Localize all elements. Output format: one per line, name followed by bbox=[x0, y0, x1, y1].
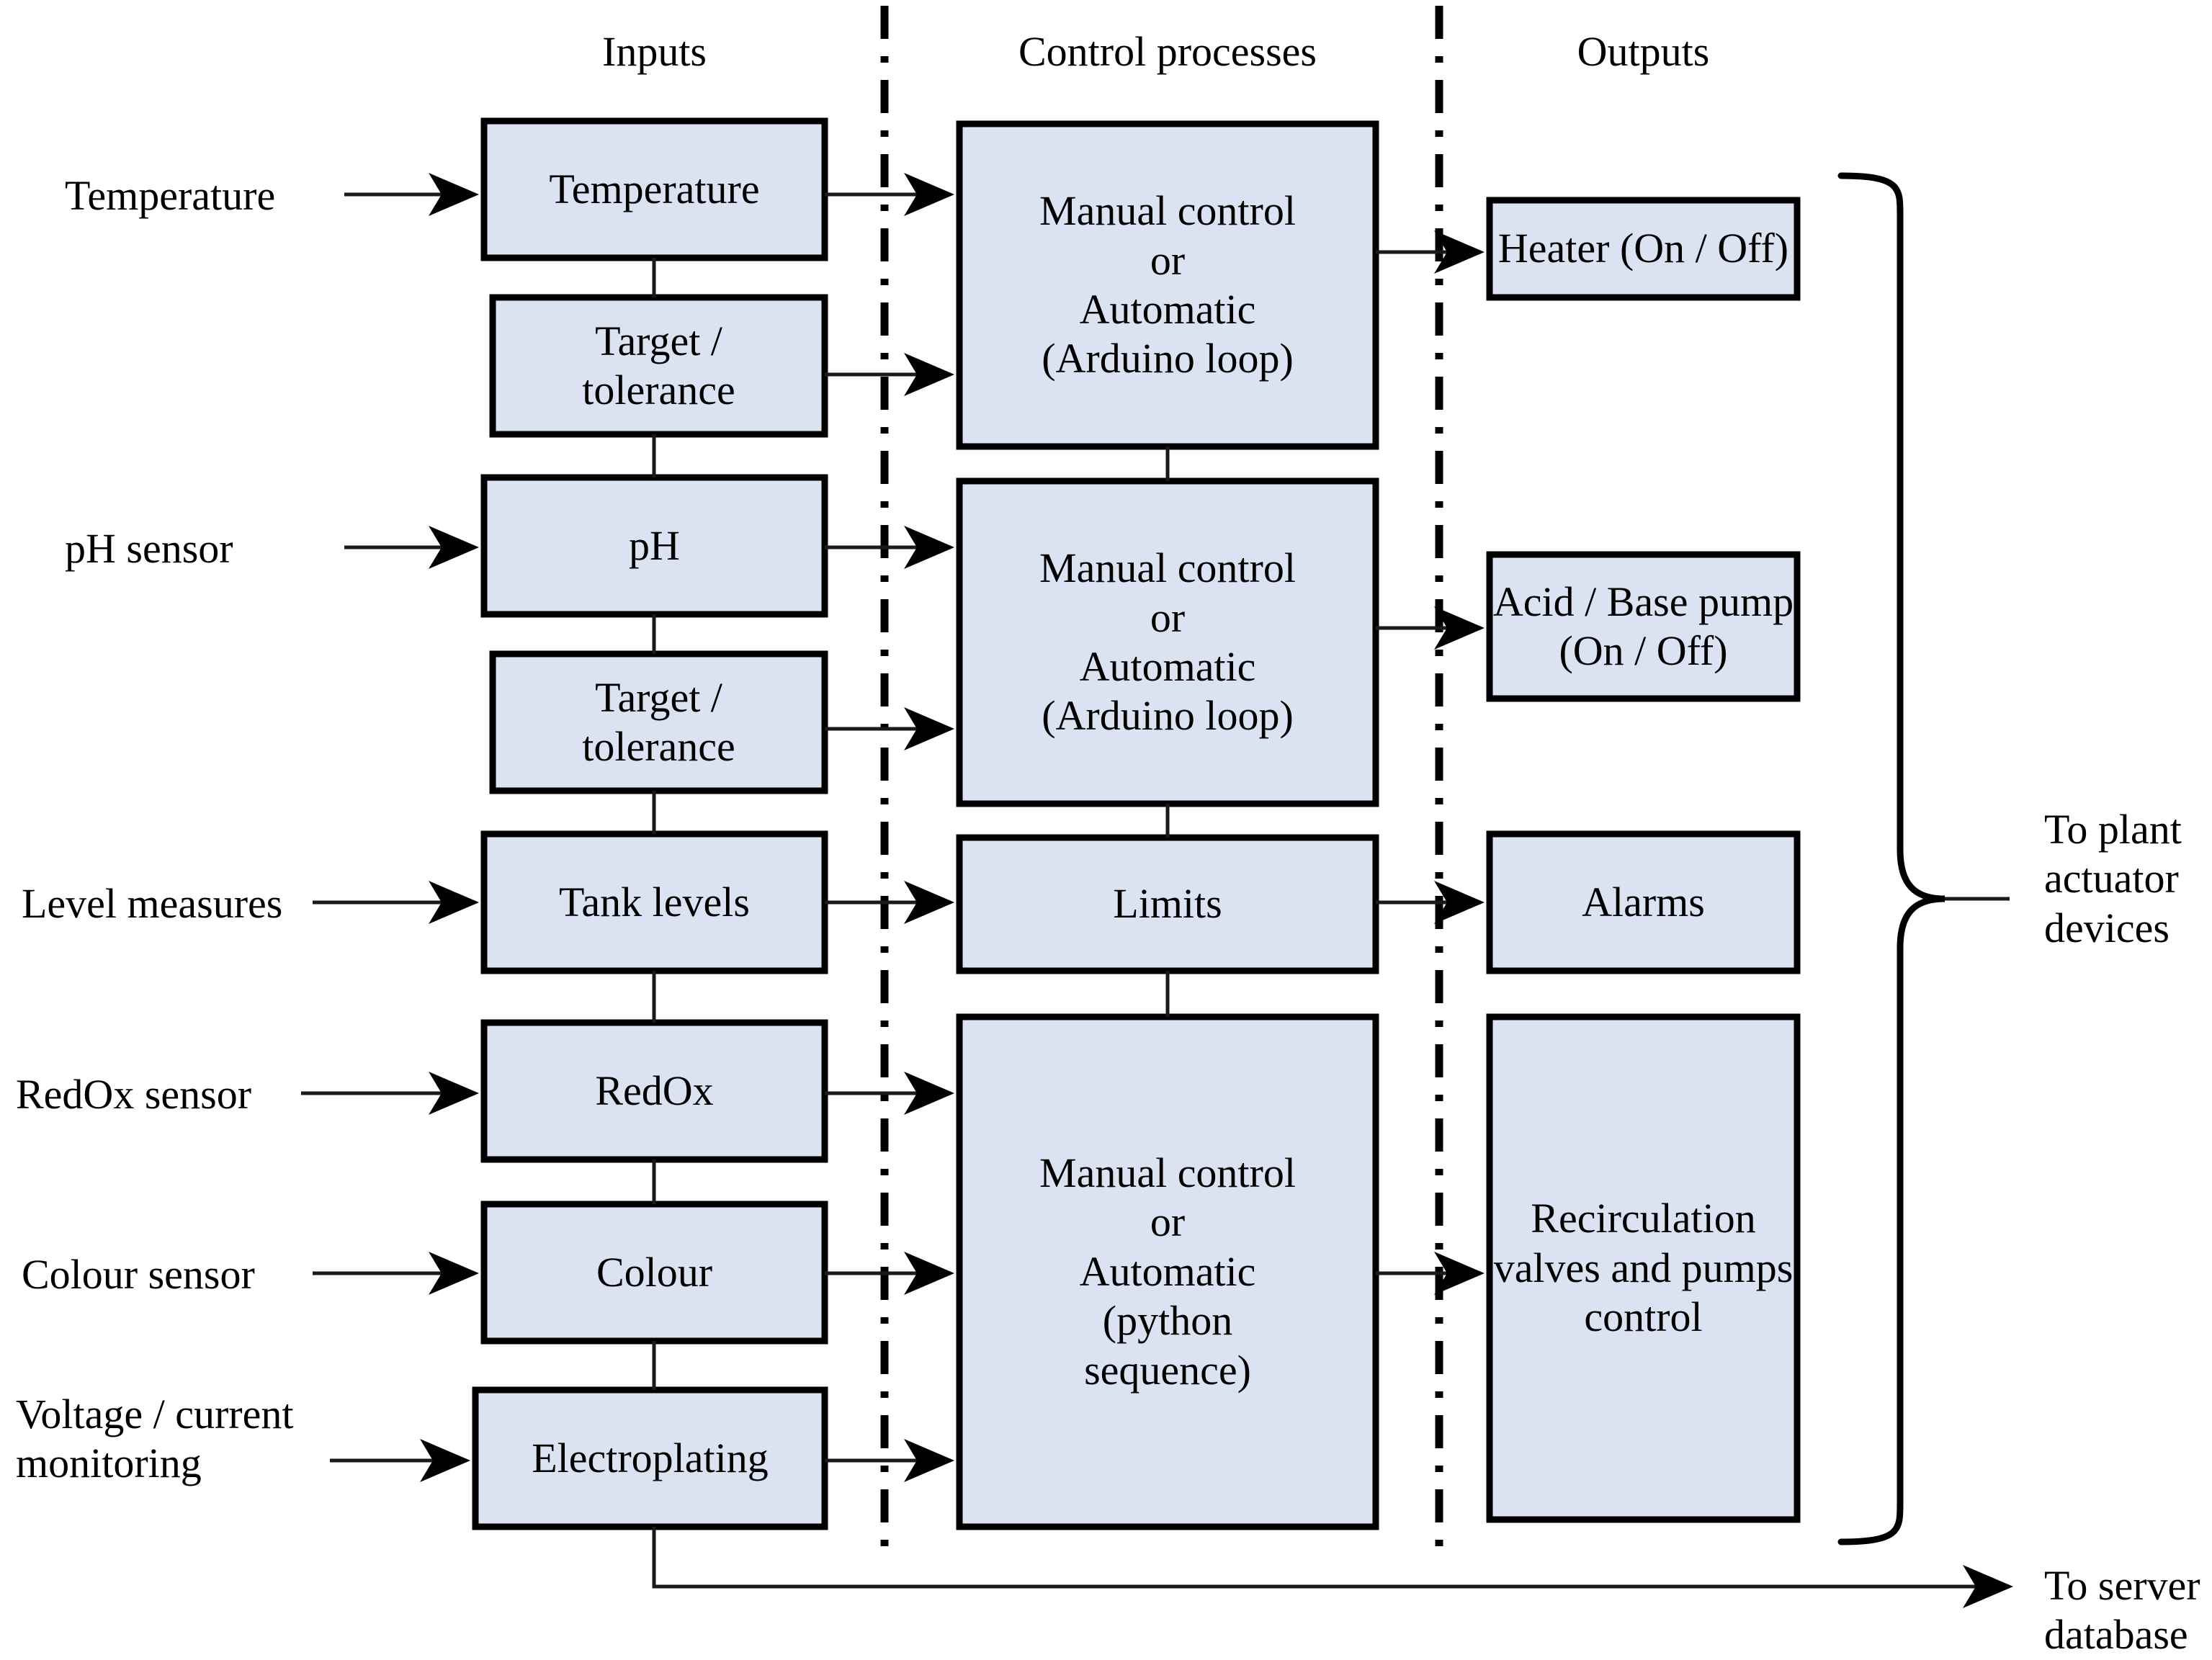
column-header-outputs: Outputs bbox=[1577, 28, 1710, 75]
input-temperature-box bbox=[480, 117, 828, 261]
destination-label-server-database: To server database bbox=[2044, 1562, 2200, 1659]
input-colour-box bbox=[480, 1201, 828, 1345]
arrow-to-server-database bbox=[652, 1527, 2013, 1608]
column-header-inputs: Inputs bbox=[602, 28, 707, 75]
column-header-control-processes: Control processes bbox=[1018, 28, 1317, 75]
input-electroplating-box bbox=[472, 1386, 828, 1530]
output-alarms-box bbox=[1486, 830, 1801, 974]
source-label-temperature: Temperature bbox=[65, 172, 276, 219]
input-ph-box bbox=[480, 474, 828, 618]
input-target-tolerance-temp-box bbox=[489, 294, 828, 438]
output-recirculation-box bbox=[1486, 1013, 1801, 1523]
source-label-voltage-current-monitoring: Voltage / current monitoring bbox=[16, 1391, 294, 1487]
input-tank-levels-box bbox=[480, 830, 828, 974]
output-acid-base-pump-box bbox=[1486, 551, 1801, 702]
input-redox-box bbox=[480, 1019, 828, 1163]
destination-label-plant-actuator-devices: To plant actuator devices bbox=[2044, 806, 2182, 951]
control-python-sequence-box bbox=[956, 1013, 1379, 1530]
source-label-ph-sensor: pH sensor bbox=[65, 525, 233, 572]
source-label-colour-sensor: Colour sensor bbox=[22, 1251, 255, 1298]
plant-actuator-brace bbox=[1837, 172, 1945, 1545]
output-heater-box bbox=[1486, 197, 1801, 301]
control-temperature-loop-box bbox=[956, 120, 1379, 450]
input-target-tolerance-ph-box bbox=[489, 650, 828, 794]
control-limits-box bbox=[956, 834, 1379, 974]
control-ph-loop-box bbox=[956, 477, 1379, 807]
source-label-redox-sensor: RedOx sensor bbox=[16, 1071, 252, 1118]
source-label-level-measures: Level measures bbox=[22, 880, 283, 927]
